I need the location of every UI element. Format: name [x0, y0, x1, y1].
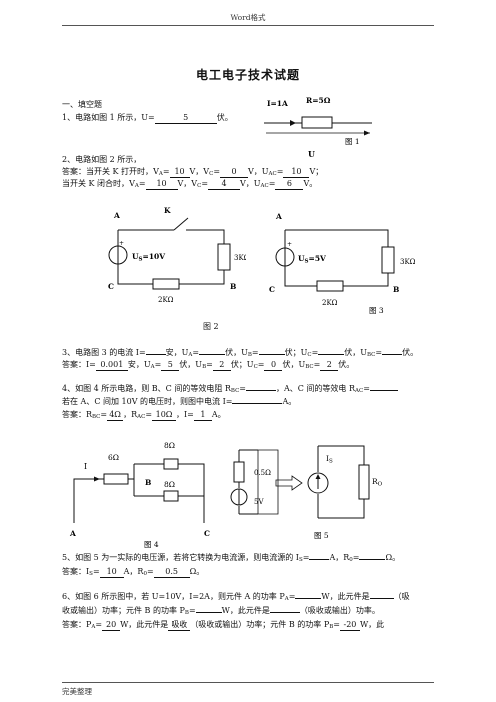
fig5-is-label: IS — [326, 454, 333, 465]
fig1-current-arrow — [290, 120, 296, 126]
fig4-resistor-r1 — [103, 473, 129, 485]
q6-pa-answer: 20 — [102, 620, 121, 631]
fig3-node-c: C — [269, 285, 275, 294]
fig2-node-b: B — [230, 282, 236, 291]
q6-line1: 6、如图 6 所示图中，若 U=10V，I=2A，则元件 A 的功率 PA=W，… — [62, 592, 410, 602]
fig2-resistor-right-label: 3KΩ — [234, 254, 246, 262]
q6-pa-kind-answer: 吸收 — [168, 620, 191, 631]
q5-r0-answer: 0.5 — [153, 567, 190, 578]
q2-line1: 2、电路如图 2 所示， — [62, 155, 142, 164]
fig3-node-a: A — [275, 212, 282, 221]
q2-vc-closed: 4 — [208, 179, 241, 190]
fig3-resistor-bottom — [316, 280, 344, 292]
q3-uc-answer: 0 — [264, 360, 283, 371]
svg-text:+: + — [119, 240, 124, 247]
fig3-resistor-right-label: 3KΩ — [400, 258, 416, 266]
q2-va-closed: 10 — [145, 179, 178, 190]
q4-rac-answer: 10Ω — [152, 410, 177, 421]
fig2-switch-label: K — [164, 206, 171, 215]
fig5-caption: 图 5 — [314, 531, 329, 540]
q5-line1: 5、如图 5 为一实际的电压源，若将它转换为电流源，则电流源的 IS=A，R0=… — [62, 553, 401, 563]
q6-pb-answer: -20 — [339, 620, 360, 631]
fig1-resistor-label: R=5Ω — [306, 96, 331, 105]
fig2-caption: 图 2 — [203, 322, 219, 331]
q3-i-answer: 0.001 — [95, 360, 128, 371]
fig3-node-b: B — [393, 285, 399, 294]
fig5-transform-arrow — [275, 475, 303, 491]
page-title: 电工电子技术试题 — [195, 68, 300, 82]
fig3-source-label: US=5V — [298, 254, 326, 265]
fig4-resistor-r2 — [163, 458, 179, 470]
q1-answer: 5 — [154, 113, 217, 124]
figure-2: A K + US=10V 3KΩ 2KΩ C B — [108, 206, 246, 304]
page-header: Word格式 — [230, 13, 266, 22]
fig5-resistor-left — [233, 461, 245, 483]
fig1-voltage-label: U — [308, 149, 315, 159]
page-footer: 完美整理 — [62, 687, 92, 696]
section-heading: 一、填空题 — [62, 100, 102, 109]
fig4-current-label: I — [84, 462, 87, 471]
fig4-wires — [73, 463, 205, 523]
q2-vc-open: 0 — [220, 167, 249, 178]
q3-line1: 3、电路图 3 的电流 I=安，UA=伏，UB=伏；UC=伏，UBC=伏。 — [62, 348, 419, 358]
fig4-node-c: C — [204, 529, 210, 538]
fig2-switch — [173, 217, 189, 231]
figure-3: A + US=5V 3KΩ 2KΩ C B 图 3 — [269, 212, 416, 315]
q6-line2: 收或输出）功率；元件 B 的功率 PB=W，此元件是（吸收或输出）功率。 — [62, 606, 380, 616]
fig1-resistor — [301, 116, 333, 129]
fig2-wires — [117, 229, 225, 285]
fig3-resistor-right — [381, 246, 395, 274]
fig2-node-c: C — [108, 282, 114, 291]
fig4-caption: 图 4 — [144, 540, 159, 548]
fig5-ro-label: RO — [372, 477, 383, 488]
q3-ub-answer: 2 — [212, 360, 231, 371]
fig1-caption: 图 1 — [345, 137, 360, 146]
fig4-current-arrow — [94, 476, 100, 482]
figure-4: I 6Ω 8Ω 8Ω B A C 图 4 — [69, 441, 210, 548]
q4-rbc-answer: 4Ω — [107, 410, 124, 421]
fig4-r3-label: 8Ω — [164, 480, 175, 489]
fig1-current-label: I=1A — [267, 99, 288, 108]
fig4-node-b: B — [145, 478, 151, 487]
q4-line2: 若在 A、C 间加 10V 的电压时，则图中电流 I=A。 — [62, 397, 297, 406]
svg-text:+: + — [287, 241, 292, 248]
fig2-source-label: US=10V — [132, 252, 165, 263]
fig5-current-source — [307, 472, 329, 494]
q2-va-open: 10 — [169, 167, 190, 178]
q5-is-answer: 10 — [99, 567, 124, 578]
fig5-resistor-ro — [358, 464, 370, 500]
q4-i-answer: 1 — [193, 410, 212, 421]
q2-uac-closed: 6 — [275, 179, 304, 190]
figure-1: I=1A R=5Ω 图 1 U — [264, 96, 372, 159]
fig3-resistor-bottom-label: 2KΩ — [322, 299, 338, 307]
fig3-wires — [284, 229, 389, 287]
fig4-r2-label: 8Ω — [164, 441, 175, 450]
fig5-wires — [317, 445, 365, 519]
header-rule — [62, 25, 434, 26]
fig5-resistor-left-label: 0.5Ω — [254, 469, 271, 477]
fig4-node-a: A — [69, 529, 76, 538]
fig3-caption: 图 3 — [369, 306, 384, 315]
fig2-resistor-right — [217, 243, 231, 271]
footer-rule — [62, 682, 434, 683]
q3-ua-answer: 5 — [161, 360, 180, 371]
q3-ubc-answer: 2 — [320, 360, 339, 371]
fig4-resistor-r3 — [163, 490, 179, 502]
fig2-node-a: A — [113, 211, 120, 220]
q4-line1: 4、如图 4 所示电路，则 B、C 间的等效电阻 RBC=，A、C 间的等效电 … — [62, 383, 398, 394]
fig2-resistor-bottom — [152, 278, 180, 290]
fig2-resistor-bottom-label: 2KΩ — [158, 296, 174, 304]
q2-uac-open: 10 — [283, 167, 310, 178]
fig4-r1-label: 6Ω — [108, 453, 119, 462]
fig5-voltage-label: 5V — [254, 498, 264, 506]
figure-5: 0.5Ω 5V IS RO 图 5 — [230, 445, 383, 540]
